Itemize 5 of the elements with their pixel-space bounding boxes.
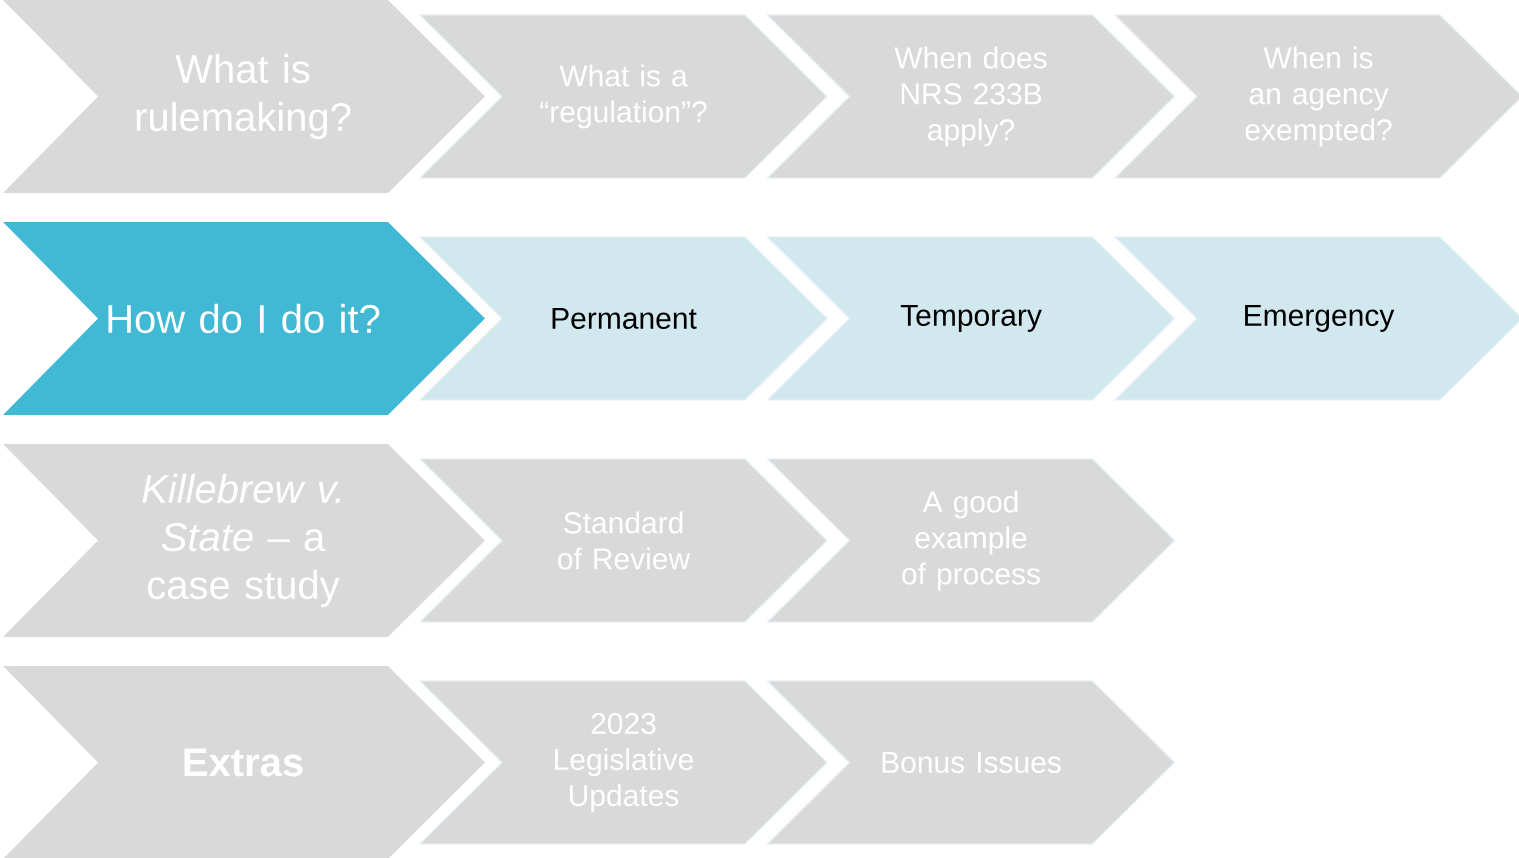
step-box: How do I do it? [3,222,485,415]
step-box: Permanent [418,236,828,401]
step-box: Temporary [766,236,1176,401]
node-label: Emergency [1245,305,1395,332]
step-box: Emergency [1113,236,1519,401]
